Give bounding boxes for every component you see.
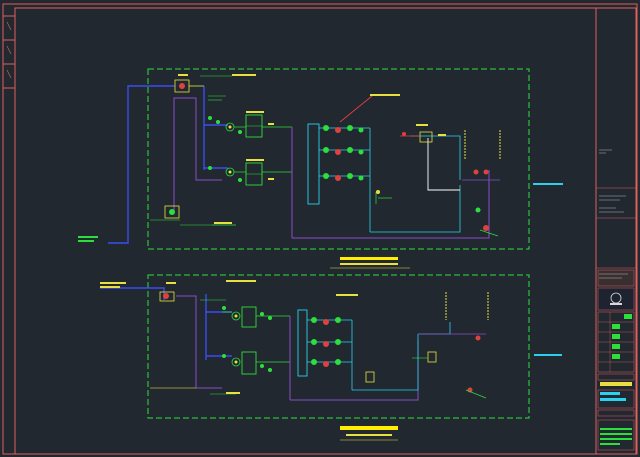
title-bar-icon <box>330 257 410 269</box>
chiller-icon <box>174 79 204 93</box>
title-bar-icon <box>340 426 398 441</box>
chiller-icon <box>159 291 175 302</box>
zone-boundary-upper <box>147 68 530 250</box>
pump-icon <box>231 311 241 321</box>
lower-system <box>100 274 562 419</box>
zone-boundary-lower <box>147 274 530 419</box>
valve-icon <box>311 317 341 367</box>
upper-system <box>78 68 563 250</box>
margin-marks <box>6 21 12 79</box>
distributor-header <box>307 123 320 205</box>
title-block <box>595 7 637 455</box>
tank-icon <box>150 205 180 221</box>
distributor-header <box>297 309 308 377</box>
valve-icon <box>323 125 364 181</box>
pump-icon <box>231 357 241 367</box>
